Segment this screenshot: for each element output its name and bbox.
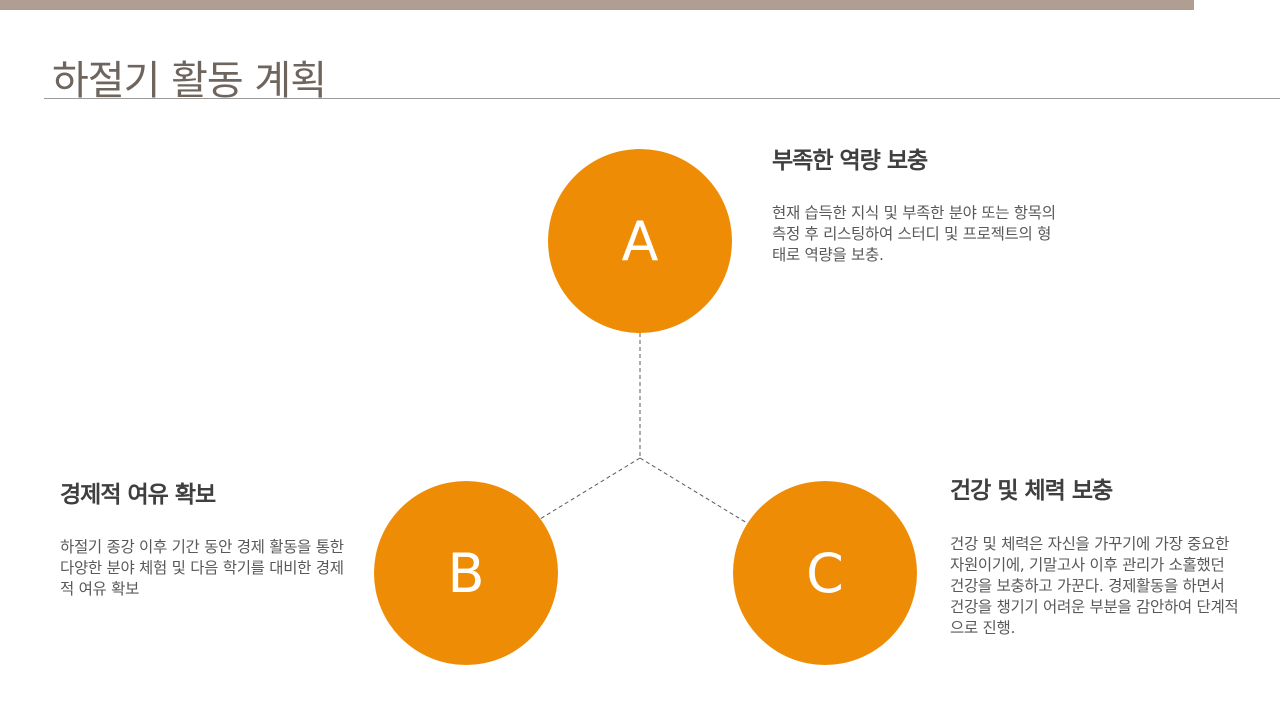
circle-c[interactable]: C: [733, 481, 917, 665]
heading-a[interactable]: 부족한 역량 보충: [772, 148, 928, 174]
page-title[interactable]: 하절기 활동 계획: [52, 57, 327, 104]
circle-a[interactable]: A: [548, 149, 732, 333]
circle-b[interactable]: B: [374, 481, 558, 665]
circle-a-letter: A: [621, 209, 659, 273]
heading-b[interactable]: 경제적 여유 확보: [60, 482, 216, 508]
connector-b: [539, 457, 641, 520]
top-accent-bar: [0, 0, 1194, 10]
circle-c-letter: C: [806, 541, 844, 605]
circle-b-letter: B: [447, 541, 485, 605]
heading-c[interactable]: 건강 및 체력 보충: [950, 478, 1113, 504]
connector-c: [639, 457, 748, 524]
description-c[interactable]: 건강 및 체력은 자신을 가꾸기에 가장 중요한 자원이기에, 기말고사 이후 …: [950, 535, 1239, 637]
description-b[interactable]: 하절기 종강 이후 기간 동안 경제 활동을 통한 다양한 분야 체험 및 다음…: [60, 538, 344, 598]
description-a[interactable]: 현재 습득한 지식 및 부족한 분야 또는 항목의 측정 후 리스팅하여 스터디…: [772, 204, 1056, 264]
title-divider: [44, 98, 1280, 99]
